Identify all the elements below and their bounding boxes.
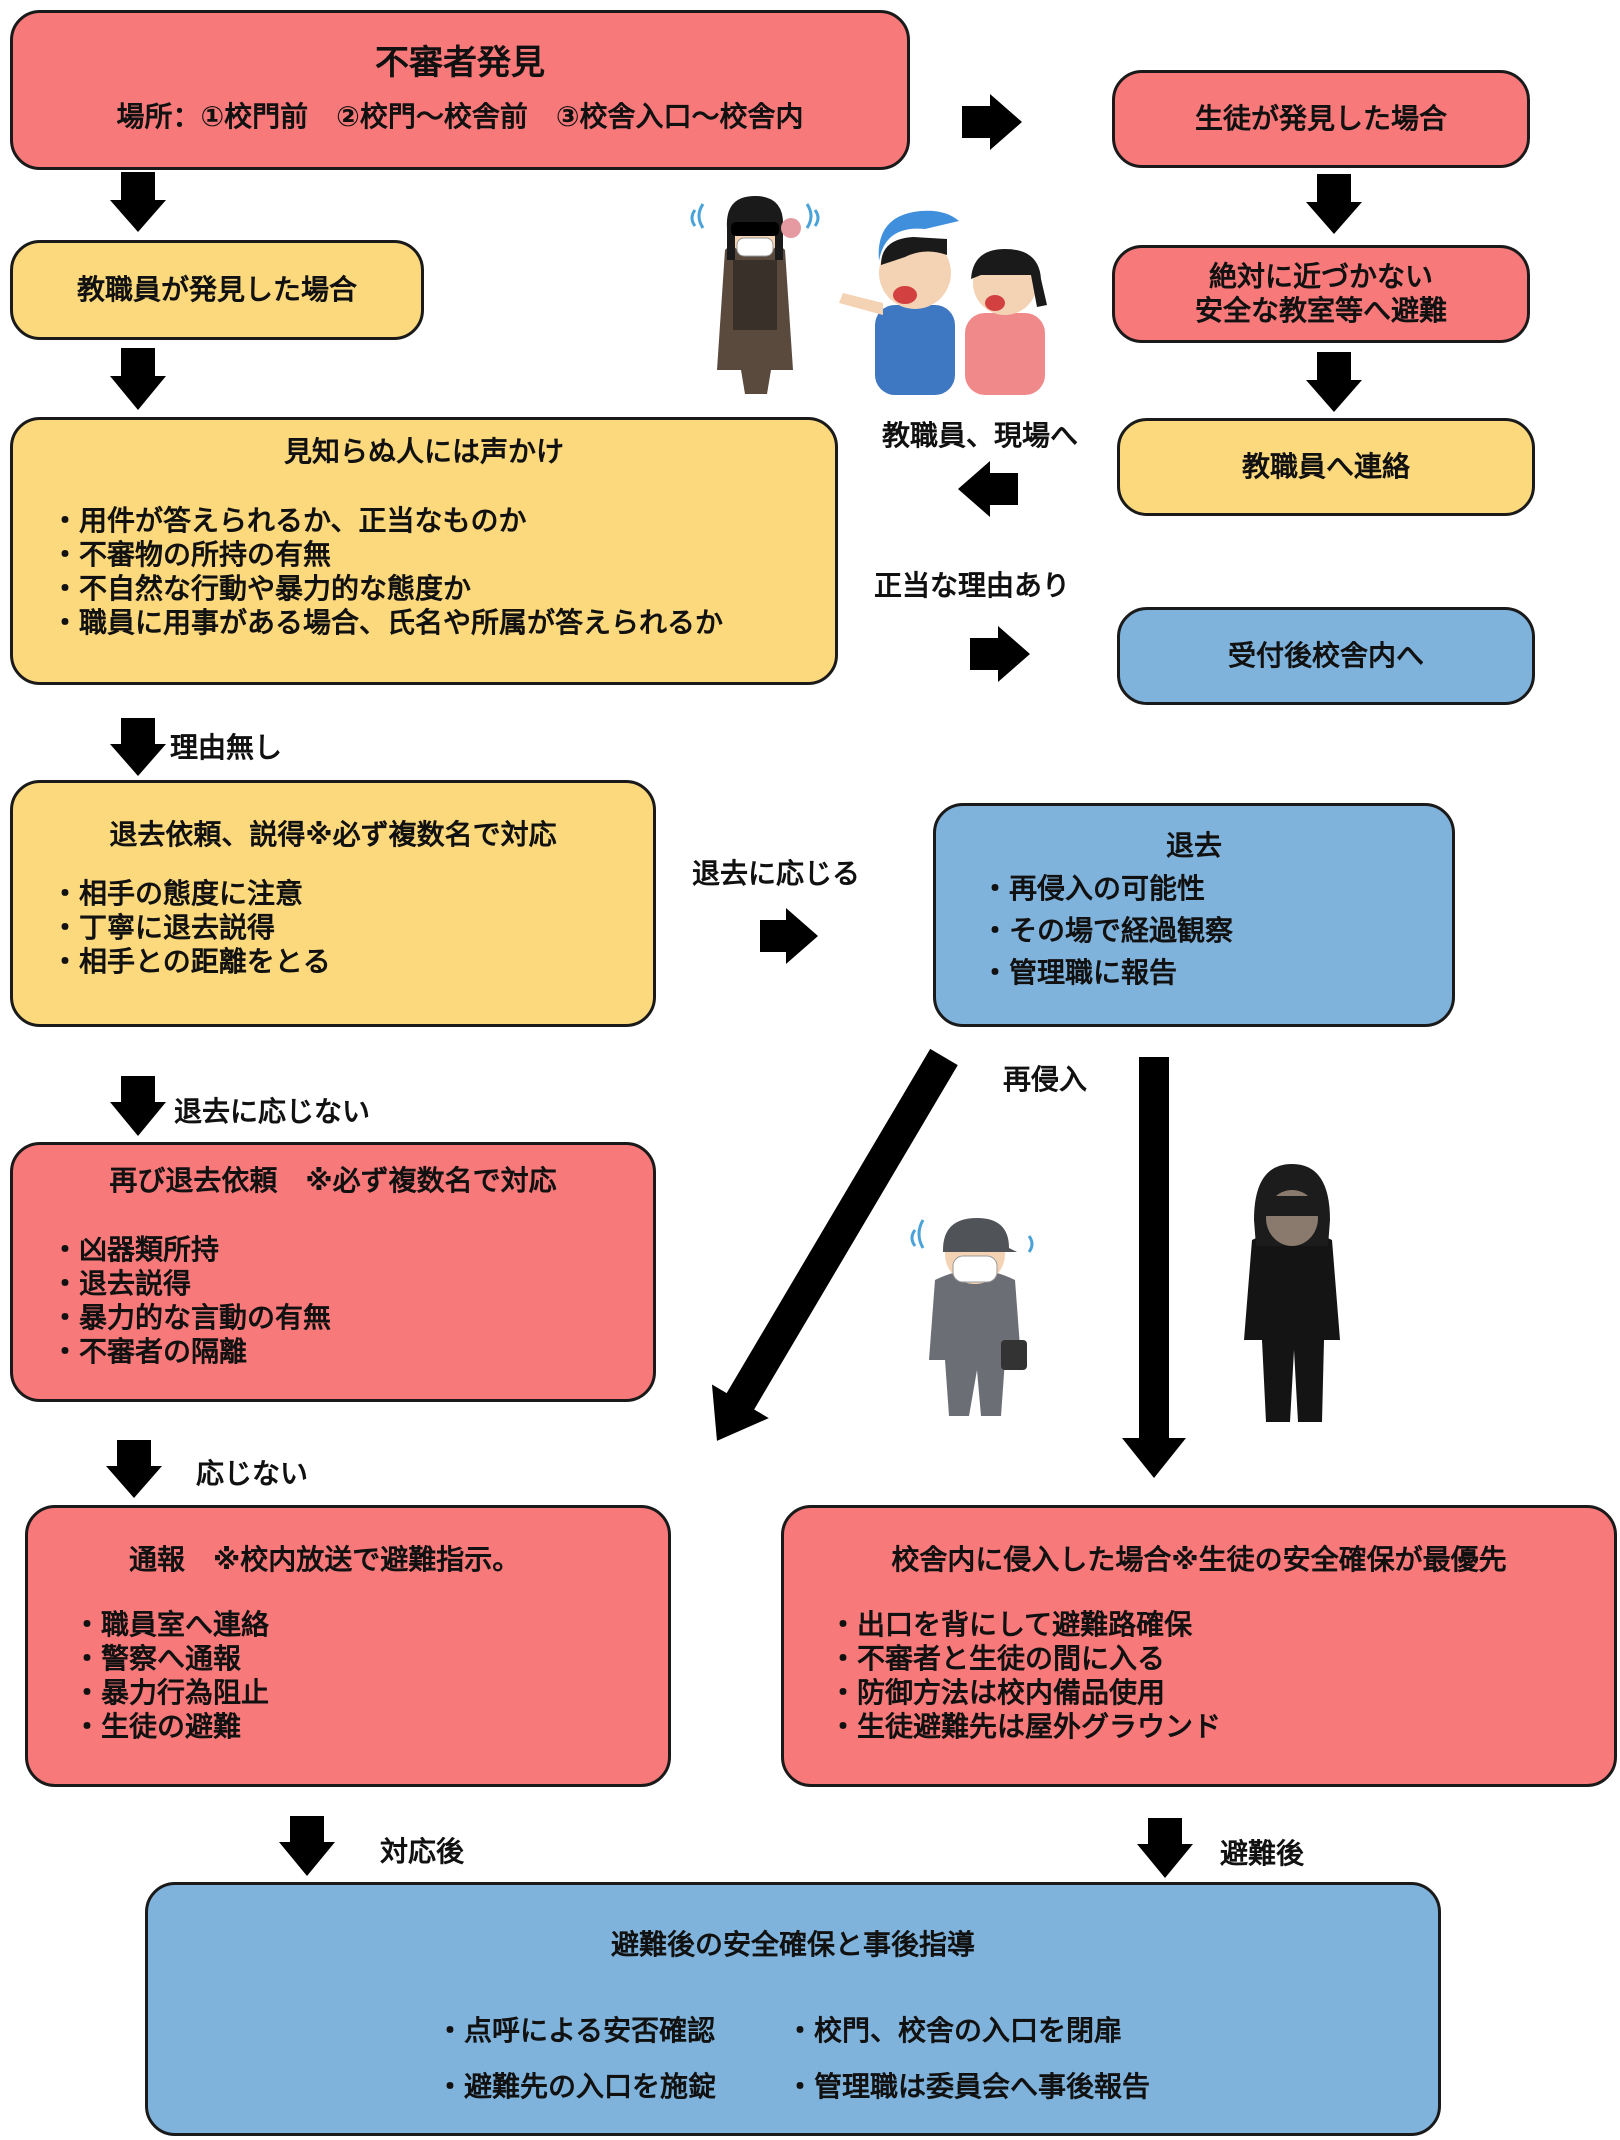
- report-item: ・暴力行為阻止: [73, 1676, 270, 1709]
- discovery-box: 不審者発見 場所：①校門前 ②校門～校舎前 ③校舎入口～校舎内: [10, 10, 910, 170]
- hooded-suspicious-person-figure: [1244, 1164, 1340, 1422]
- intrusion-item: ・不審者と生徒の間に入る: [829, 1642, 1166, 1675]
- final-list-right: ・校門、校舎の入口を閉扉 ・管理職は委員会へ事後報告: [786, 2003, 1150, 2115]
- arrow-right-icon: [760, 908, 818, 964]
- arrow-down-icon: [1137, 1818, 1193, 1878]
- staff-found-box: 教職員が発見した場合: [10, 240, 424, 340]
- label-accept-leave: 退去に応じる: [692, 857, 861, 890]
- arrow-down-icon: [1306, 352, 1362, 412]
- intrusion-item: ・出口を背にして避難路確保: [829, 1608, 1193, 1641]
- report-box: 通報 ※校内放送で避難指示。 ・職員室へ連絡 ・警察へ通報 ・暴力行為阻止 ・生…: [25, 1505, 671, 1787]
- again-request-item: ・退去説得: [51, 1267, 192, 1300]
- intrusion-box: 校舎内に侵入した場合※生徒の安全確保が最優先 ・出口を背にして避難路確保 ・不審…: [781, 1505, 1617, 1787]
- no-approach-line-1: 絶対に近づかない: [1208, 260, 1433, 293]
- report-item: ・生徒の避難: [73, 1710, 242, 1743]
- leave-request-list: ・相手の態度に注意 ・丁寧に退去説得 ・相手との距離をとる: [51, 877, 653, 979]
- label-refuse-leave: 退去に応じない: [174, 1095, 371, 1128]
- call-out-title: 見知らぬ人には声かけ: [283, 435, 564, 468]
- again-request-item: ・凶器類所持: [51, 1233, 220, 1266]
- report-title: 通報 ※校内放送で避難指示。: [129, 1543, 521, 1576]
- arrow-right-icon: [970, 626, 1030, 682]
- reception-text: 受付後校舎内へ: [1227, 639, 1424, 672]
- intrusion-item: ・生徒避難先は屋外グラウンド: [829, 1710, 1222, 1743]
- label-after-evac: 避難後: [1220, 1837, 1305, 1870]
- label-staff-to-site: 教職員、現場へ: [882, 419, 1079, 452]
- final-title: 避難後の安全確保と事後指導: [610, 1928, 975, 1961]
- no-approach-line-2: 安全な教室等へ避難: [1194, 294, 1447, 327]
- student-found-box: 生徒が発見した場合: [1112, 70, 1530, 168]
- report-item: ・警察へ通報: [73, 1642, 242, 1675]
- report-item: ・職員室へ連絡: [73, 1608, 270, 1641]
- contact-staff-text: 教職員へ連絡: [1241, 450, 1410, 483]
- leave-box: 退去 ・再侵入の可能性 ・その場で経過観察 ・管理職に報告: [933, 803, 1455, 1027]
- arrow-down-icon: [1306, 174, 1362, 234]
- intrusion-item: ・防御方法は校内備品使用: [829, 1676, 1166, 1709]
- student-found-text: 生徒が発見した場合: [1194, 102, 1447, 135]
- reception-box: 受付後校舎内へ: [1117, 607, 1535, 705]
- arrow-down-icon: [110, 718, 166, 776]
- arrow-down-icon: [110, 172, 166, 232]
- again-request-list: ・凶器類所持 ・退去説得 ・暴力的な言動の有無 ・不審者の隔離: [51, 1233, 653, 1369]
- call-out-item: ・不自然な行動や暴力的な態度か: [51, 572, 472, 605]
- label-refuse: 応じない: [196, 1457, 309, 1490]
- final-item: ・管理職は委員会へ事後報告: [786, 2070, 1151, 2103]
- call-out-item: ・用件が答えられるか、正当なものか: [51, 504, 527, 537]
- arrow-down-icon: [106, 1440, 162, 1498]
- leave-request-item: ・丁寧に退去説得: [51, 911, 276, 944]
- arrow-left-icon: [958, 461, 1018, 517]
- no-approach-box: 絶対に近づかない 安全な教室等へ避難: [1112, 245, 1530, 343]
- leave-item: ・管理職に報告: [981, 956, 1178, 989]
- final-item: ・校門、校舎の入口を閉扉: [786, 2014, 1123, 2047]
- final-item: ・点呼による安否確認: [435, 2014, 716, 2047]
- again-request-box: 再び退去依頼 ※必ず複数名で対応 ・凶器類所持 ・退去説得 ・暴力的な言動の有無…: [10, 1142, 656, 1402]
- leave-list: ・再侵入の可能性 ・その場で経過観察 ・管理職に報告: [981, 868, 1452, 994]
- discovery-title: 不審者発見: [375, 43, 545, 83]
- arrow-right-icon: [962, 94, 1022, 150]
- again-request-item: ・不審者の隔離: [51, 1335, 248, 1368]
- report-list: ・職員室へ連絡 ・警察へ通報 ・暴力行為阻止 ・生徒の避難: [73, 1608, 668, 1744]
- final-box: 避難後の安全確保と事後指導 ・点呼による安否確認 ・避難先の入口を施錠 ・校門、…: [145, 1882, 1441, 2136]
- call-out-item: ・職員に用事がある場合、氏名や所属が答えられるか: [51, 606, 724, 639]
- call-out-box: 見知らぬ人には声かけ ・用件が答えられるか、正当なものか ・不審物の所持の有無 …: [10, 417, 838, 685]
- final-columns: ・点呼による安否確認 ・避難先の入口を施錠 ・校門、校舎の入口を閉扉 ・管理職は…: [148, 2003, 1438, 2115]
- arrow-down-icon: [279, 1816, 335, 1876]
- leave-item: ・再侵入の可能性: [981, 872, 1206, 905]
- label-valid-reason: 正当な理由あり: [874, 569, 1071, 602]
- again-request-item: ・暴力的な言動の有無: [51, 1301, 332, 1334]
- intrusion-list: ・出口を背にして避難路確保 ・不審者と生徒の間に入る ・防御方法は校内備品使用 …: [829, 1608, 1614, 1744]
- discovery-places: 場所：①校門前 ②校門～校舎前 ③校舎入口～校舎内: [116, 100, 804, 133]
- label-after-response: 対応後: [380, 1835, 465, 1868]
- intrusion-title: 校舎内に侵入した場合※生徒の安全確保が最優先: [891, 1543, 1507, 1576]
- leave-request-item: ・相手の態度に注意: [51, 877, 304, 910]
- label-reentry: 再侵入: [1003, 1063, 1088, 1096]
- call-out-list: ・用件が答えられるか、正当なものか ・不審物の所持の有無 ・不自然な行動や暴力的…: [51, 504, 835, 640]
- leave-item: ・その場で経過観察: [981, 914, 1234, 947]
- arrow-down-icon: [110, 1076, 166, 1136]
- leave-title: 退去: [1165, 829, 1222, 862]
- call-out-item: ・不審物の所持の有無: [51, 538, 332, 571]
- contact-staff-box: 教職員へ連絡: [1117, 418, 1535, 516]
- arrow-down-icon: [110, 348, 166, 410]
- staff-found-text: 教職員が発見した場合: [76, 273, 357, 306]
- students-pointing-figure: [839, 210, 1047, 395]
- label-no-reason: 理由無し: [170, 731, 283, 764]
- masked-suspicious-person-figure: [910, 1218, 1034, 1416]
- final-list-left: ・点呼による安否確認 ・避難先の入口を施錠: [436, 2003, 716, 2115]
- leave-request-title: 退去依頼、説得※必ず複数名で対応: [109, 818, 557, 851]
- arrow-long-down-icon: [1122, 1057, 1186, 1478]
- suspicious-person-sunglasses-figure: [690, 196, 820, 394]
- arrow-diagonal-icon: [711, 1048, 958, 1441]
- leave-request-item: ・相手との距離をとる: [51, 945, 331, 978]
- again-request-title: 再び退去依頼 ※必ず複数名で対応: [109, 1164, 557, 1197]
- leave-request-box: 退去依頼、説得※必ず複数名で対応 ・相手の態度に注意 ・丁寧に退去説得 ・相手と…: [10, 780, 656, 1027]
- final-item: ・避難先の入口を施錠: [435, 2070, 716, 2103]
